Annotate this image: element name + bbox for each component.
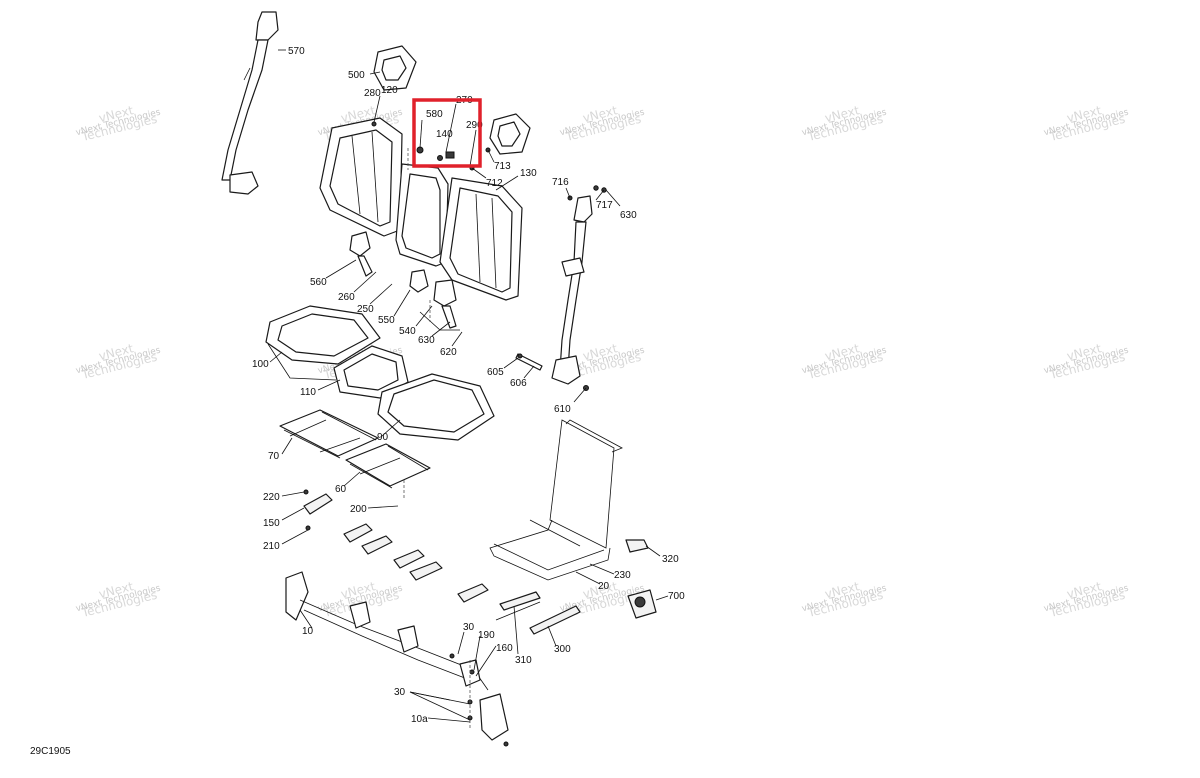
part-700-motor[interactable] bbox=[627, 589, 657, 619]
callout-30: 30 bbox=[394, 687, 406, 698]
part-110-seat-cushion-center[interactable] bbox=[333, 345, 409, 399]
callout-10: 10 bbox=[302, 626, 314, 637]
callout-30: 30 bbox=[463, 622, 475, 633]
callout-220: 220 bbox=[263, 492, 280, 503]
part-120-seat-back-left[interactable] bbox=[319, 117, 403, 237]
part-20-seat-frame-right[interactable] bbox=[489, 419, 623, 581]
leader-lines bbox=[269, 49, 669, 723]
highlight-box bbox=[412, 98, 482, 168]
callout-150: 150 bbox=[263, 518, 280, 529]
callout-70: 70 bbox=[268, 451, 280, 462]
callout-250: 250 bbox=[357, 304, 374, 315]
callout-620: 620 bbox=[440, 347, 457, 358]
part-560-buckle[interactable] bbox=[349, 231, 373, 277]
callout-130: 130 bbox=[520, 168, 537, 179]
part-90-seat-cushion-right[interactable] bbox=[377, 373, 495, 441]
callout-60: 60 bbox=[335, 484, 347, 495]
callout-300: 300 bbox=[554, 644, 571, 655]
callout-190: 190 bbox=[478, 630, 495, 641]
callout-160: 160 bbox=[496, 643, 513, 654]
callout-20: 20 bbox=[598, 581, 610, 592]
callout-200: 200 bbox=[350, 504, 367, 515]
callout-320: 320 bbox=[662, 554, 679, 565]
part-605-pin[interactable] bbox=[515, 353, 543, 371]
callout-717: 717 bbox=[596, 200, 613, 211]
part-150-seat-adjuster[interactable] bbox=[303, 489, 489, 603]
callout-210: 210 bbox=[263, 541, 280, 552]
callout-290: 290 bbox=[466, 120, 483, 131]
callout-260: 260 bbox=[338, 292, 355, 303]
callout-716: 716 bbox=[552, 177, 569, 188]
callout-570: 570 bbox=[288, 46, 305, 57]
part-550-buckle[interactable] bbox=[409, 269, 460, 331]
part-300-rail[interactable] bbox=[529, 605, 581, 635]
part-310-rail[interactable] bbox=[495, 591, 541, 621]
callout-110: 110 bbox=[300, 387, 316, 398]
callout-560: 560 bbox=[310, 277, 327, 288]
callout-550: 550 bbox=[378, 315, 395, 326]
part-500-headrest[interactable] bbox=[373, 45, 417, 91]
part-713-headrest[interactable] bbox=[489, 113, 531, 155]
callout-280: 280 bbox=[364, 88, 381, 99]
part-130-seat-back-right[interactable] bbox=[439, 177, 523, 301]
part-140-seat-back-center[interactable] bbox=[395, 163, 449, 267]
callout-310: 310 bbox=[515, 655, 532, 666]
callout-500: 500 bbox=[348, 70, 365, 81]
part-630-seat-belt-right[interactable] bbox=[551, 185, 607, 391]
dashed-guides bbox=[403, 148, 471, 730]
part-60-seat-frame[interactable] bbox=[345, 443, 431, 489]
callout-90: 90 bbox=[377, 432, 389, 443]
callout-540: 540 bbox=[399, 326, 416, 337]
callout-630: 630 bbox=[418, 335, 435, 346]
callout-100: 100 bbox=[252, 359, 269, 370]
diagram-code: 29C1905 bbox=[30, 746, 71, 757]
callout-605: 605 bbox=[487, 367, 504, 378]
callout-230: 230 bbox=[614, 570, 631, 581]
part-320-bracket[interactable] bbox=[625, 539, 649, 553]
callout-700: 700 bbox=[668, 591, 685, 602]
callout-712: 712 bbox=[486, 178, 503, 189]
callout-120: 120 bbox=[381, 85, 398, 96]
part-70-seat-frame[interactable] bbox=[279, 409, 379, 459]
part-570-seat-belt[interactable] bbox=[221, 11, 279, 195]
callout-713: 713 bbox=[494, 161, 511, 172]
callout-140: 140 bbox=[436, 129, 453, 140]
callout-10a: 10a bbox=[411, 714, 428, 725]
callout-580: 580 bbox=[426, 109, 443, 120]
part-100-seat-cushion-left[interactable] bbox=[265, 305, 381, 381]
callout-606: 606 bbox=[510, 378, 527, 389]
callout-630: 630 bbox=[620, 210, 637, 221]
callout-610: 610 bbox=[554, 404, 571, 415]
